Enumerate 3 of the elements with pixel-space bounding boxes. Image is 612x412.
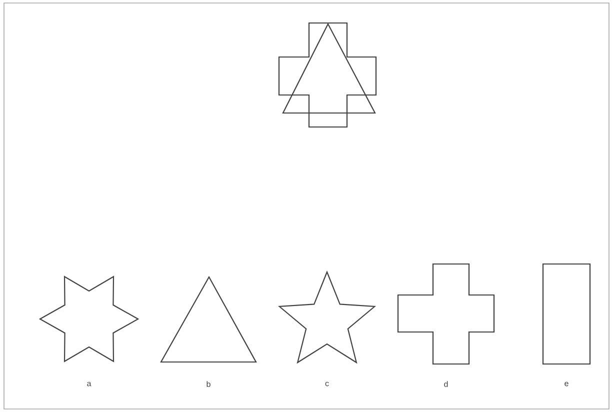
cross-drawing (397, 263, 495, 365)
box-drawing (542, 263, 591, 365)
overlapping-shapes-drawing (278, 22, 377, 128)
